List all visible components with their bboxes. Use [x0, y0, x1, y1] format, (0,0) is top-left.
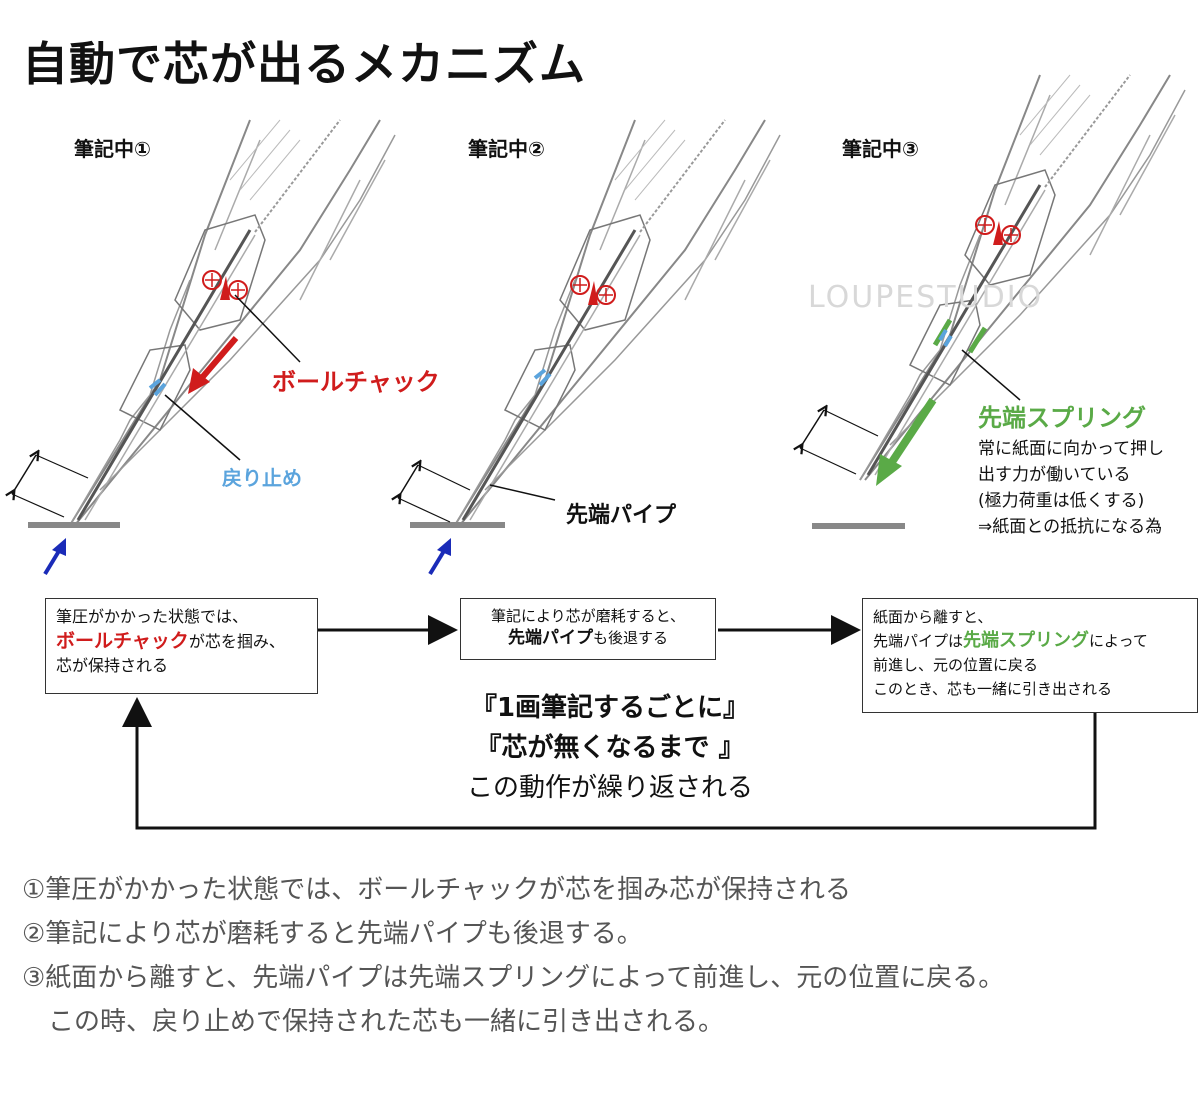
step1-line1: 筆圧がかかった状態では、	[56, 607, 249, 626]
bottom-notes: ①筆圧がかかった状態では、ボールチャックが芯を掴み芯が保持される ②筆記により芯…	[22, 868, 1004, 1044]
repeat-message-line1: 『1画筆記するごとに』	[470, 693, 750, 723]
spring-note: 常に紙面に向かって押し 出す力が働いている (極力荷重は低くする) ⇒紙面との抵…	[978, 436, 1164, 540]
step3-line1: 紙面から離すと、	[873, 608, 993, 626]
spring-note-line: 常に紙面に向かって押し	[978, 439, 1165, 459]
step2-line1: 筆記により芯が磨耗すると、	[490, 607, 686, 625]
step3-highlight: 先端スプリング	[963, 630, 1090, 651]
step-box-3: 紙面から離すと、 先端パイプは先端スプリングによって 前進し、元の位置に戻る こ…	[862, 598, 1198, 713]
bottom-note-1: ①筆圧がかかった状態では、ボールチャックが芯を掴み芯が保持される	[22, 875, 852, 905]
step-box-1: 筆圧がかかった状態では、 ボールチャックが芯を掴み、 芯が保持される	[45, 598, 318, 694]
step1-highlight: ボールチャック	[56, 630, 189, 652]
step-box-2: 筆記により芯が磨耗すると、 先端パイプも後退する	[460, 598, 716, 660]
step3-line2: 先端パイプは先端スプリングによって	[873, 629, 1187, 653]
panel-label-2: 筆記中②	[468, 137, 545, 161]
step1-line3: 芯が保持される	[56, 656, 169, 675]
repeat-message-line3: この動作が繰り返される	[466, 773, 753, 803]
pencil-drawing-2	[398, 118, 782, 576]
watermark: LOUPESTUDIO	[808, 280, 1044, 315]
repeat-message-line2: 『芯が無くなるまで 』	[475, 733, 745, 763]
step2-highlight: 先端パイプ	[507, 628, 593, 648]
step3-line4: このとき、芯も一緒に引き出される	[873, 680, 1112, 698]
spring-note-line: (極力荷重は低くする)	[978, 491, 1145, 511]
bottom-note-2: ②筆記により芯が磨耗すると先端パイプも後退する。	[22, 919, 643, 949]
panel-label-3: 筆記中③	[842, 137, 919, 161]
step3-line3: 前進し、元の位置に戻る	[873, 656, 1039, 674]
bottom-note-3: ③紙面から離すと、先端パイプは先端スプリングによって前進し、元の位置に戻る。	[22, 963, 1005, 993]
callout-tip-spring: 先端スプリング	[978, 404, 1146, 432]
callout-tip-pipe: 先端パイプ	[566, 503, 677, 528]
panel-label-1: 筆記中①	[74, 137, 151, 161]
step3-line2-pre: 先端パイプは	[873, 632, 964, 650]
repeat-message: 『1画筆記するごとに』 『芯が無くなるまで 』 この動作が繰り返される	[430, 688, 790, 808]
pencil-drawing-3	[800, 73, 1187, 529]
step1-line2-rest: が芯を掴み、	[188, 632, 285, 651]
loop-back-arrow	[122, 697, 1097, 830]
bottom-note-4: この時、戻り止めで保持された芯も一緒に引き出される。	[22, 1007, 725, 1037]
page-title: 自動で芯が出るメカニズム	[22, 37, 586, 91]
step1-line2: ボールチャックが芯を掴み、	[56, 629, 307, 654]
pencil-drawing-1	[12, 118, 397, 576]
spring-note-line: 出す力が働いている	[978, 465, 1131, 485]
callout-stopper: 戻り止め	[222, 466, 302, 490]
step2-line2-rest: も後退する	[592, 629, 668, 647]
spring-note-line: ⇒紙面との抵抗になる為	[978, 517, 1163, 537]
callout-ball-chuck: ボールチャック	[272, 368, 440, 396]
step3-line2-rest: によって	[1089, 632, 1148, 650]
step2-line2: 先端パイプも後退する	[471, 627, 705, 649]
